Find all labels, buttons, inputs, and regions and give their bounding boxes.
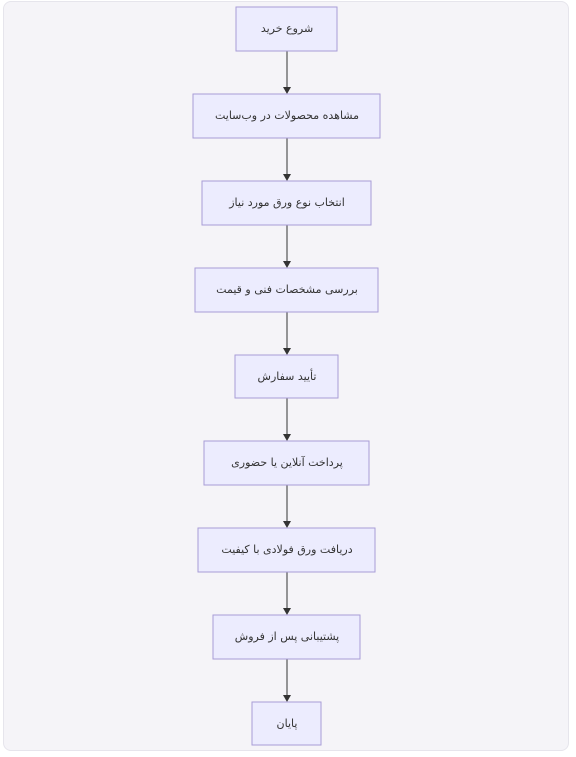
node-start[interactable]: شروع خرید bbox=[235, 6, 338, 52]
node-browse-label: مشاهده محصولات در وب‌سایت bbox=[215, 109, 359, 122]
node-receive[interactable]: دریافت ورق فولادی با کیفیت bbox=[197, 527, 376, 573]
node-select-label: انتخاب نوع ورق مورد نیاز bbox=[228, 196, 345, 209]
node-receive-label: دریافت ورق فولادی با کیفیت bbox=[221, 543, 352, 556]
edge-pay-receive bbox=[283, 485, 291, 528]
node-start-label: شروع خرید bbox=[261, 22, 313, 35]
edge-confirm-pay bbox=[283, 398, 291, 441]
node-support-label: پشتیبانی پس از فروش bbox=[235, 630, 339, 643]
node-confirm[interactable]: تأیید سفارش bbox=[234, 354, 339, 399]
node-pay[interactable]: پرداخت آنلاین یا حضوری bbox=[203, 440, 370, 486]
node-review[interactable]: بررسی مشخصات فنی و قیمت bbox=[194, 267, 379, 313]
edge-select-review bbox=[283, 225, 291, 268]
node-confirm-label: تأیید سفارش bbox=[258, 368, 317, 383]
node-review-label: بررسی مشخصات فنی و قیمت bbox=[216, 283, 358, 296]
node-browse[interactable]: مشاهده محصولات در وب‌سایت bbox=[192, 93, 381, 139]
node-pay-label: پرداخت آنلاین یا حضوری bbox=[231, 455, 343, 469]
edge-review-confirm bbox=[283, 312, 291, 355]
edge-start-browse bbox=[283, 51, 291, 94]
node-end[interactable]: پایان bbox=[251, 701, 322, 746]
node-support[interactable]: پشتیبانی پس از فروش bbox=[212, 614, 361, 660]
edge-receive-support bbox=[283, 572, 291, 615]
edge-browse-select bbox=[283, 138, 291, 181]
edge-support-end bbox=[283, 659, 291, 702]
node-select[interactable]: انتخاب نوع ورق مورد نیاز bbox=[201, 180, 372, 226]
node-end-label: پایان bbox=[277, 717, 298, 730]
